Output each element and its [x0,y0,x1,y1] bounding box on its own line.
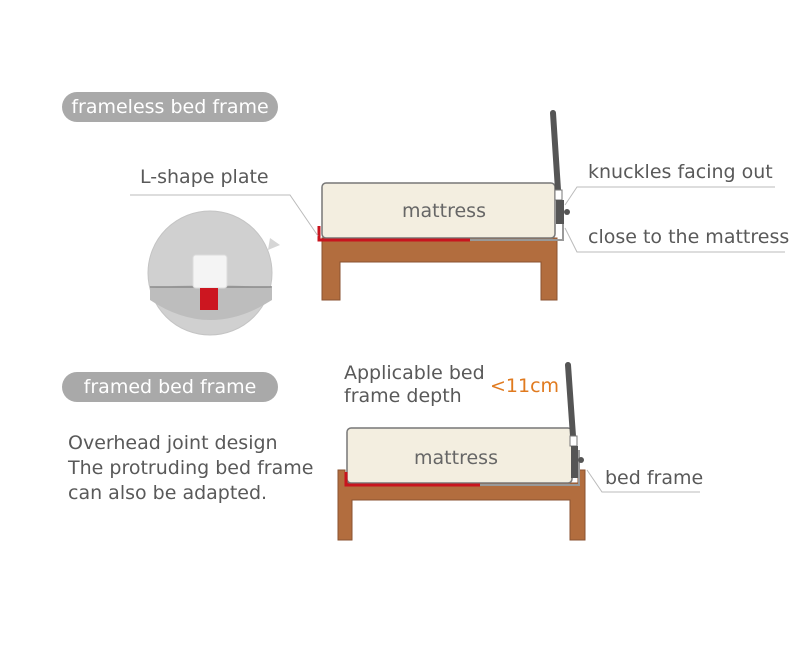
description-line: Overhead joint design [68,432,278,454]
close-to-mattress-label: close to the mattress [588,226,790,248]
l-shape-plate-label: L-shape plate [140,166,269,188]
depth-label-line2: frame depth [344,385,462,407]
description-line: The protruding bed frame [68,457,314,479]
framed-bed-illustration [337,362,700,541]
mattress-label: mattress [414,447,498,469]
knuckle [556,200,564,224]
frameless-bed-illustration [130,110,785,301]
rail-pole [565,362,576,439]
mattress [321,182,556,239]
l-shape-plate [317,226,470,242]
mattress-label: mattress [402,200,486,222]
l-shape-plate-photo [147,210,280,336]
bed-frame-label: bed frame [605,467,704,489]
knuckle [571,446,578,478]
depth-label-line1: Applicable bed [344,362,485,384]
section-title-frameless: frameless bed frame [62,92,278,122]
l-shape-plate [344,472,480,487]
section-title-framed: framed bed frame [62,372,278,402]
rail-pole [550,110,561,193]
depth-value: <11cm [490,375,560,397]
knuckles-label: knuckles facing out [588,161,773,183]
description-line: can also be adapted. [68,482,268,504]
bed-base [321,237,558,301]
